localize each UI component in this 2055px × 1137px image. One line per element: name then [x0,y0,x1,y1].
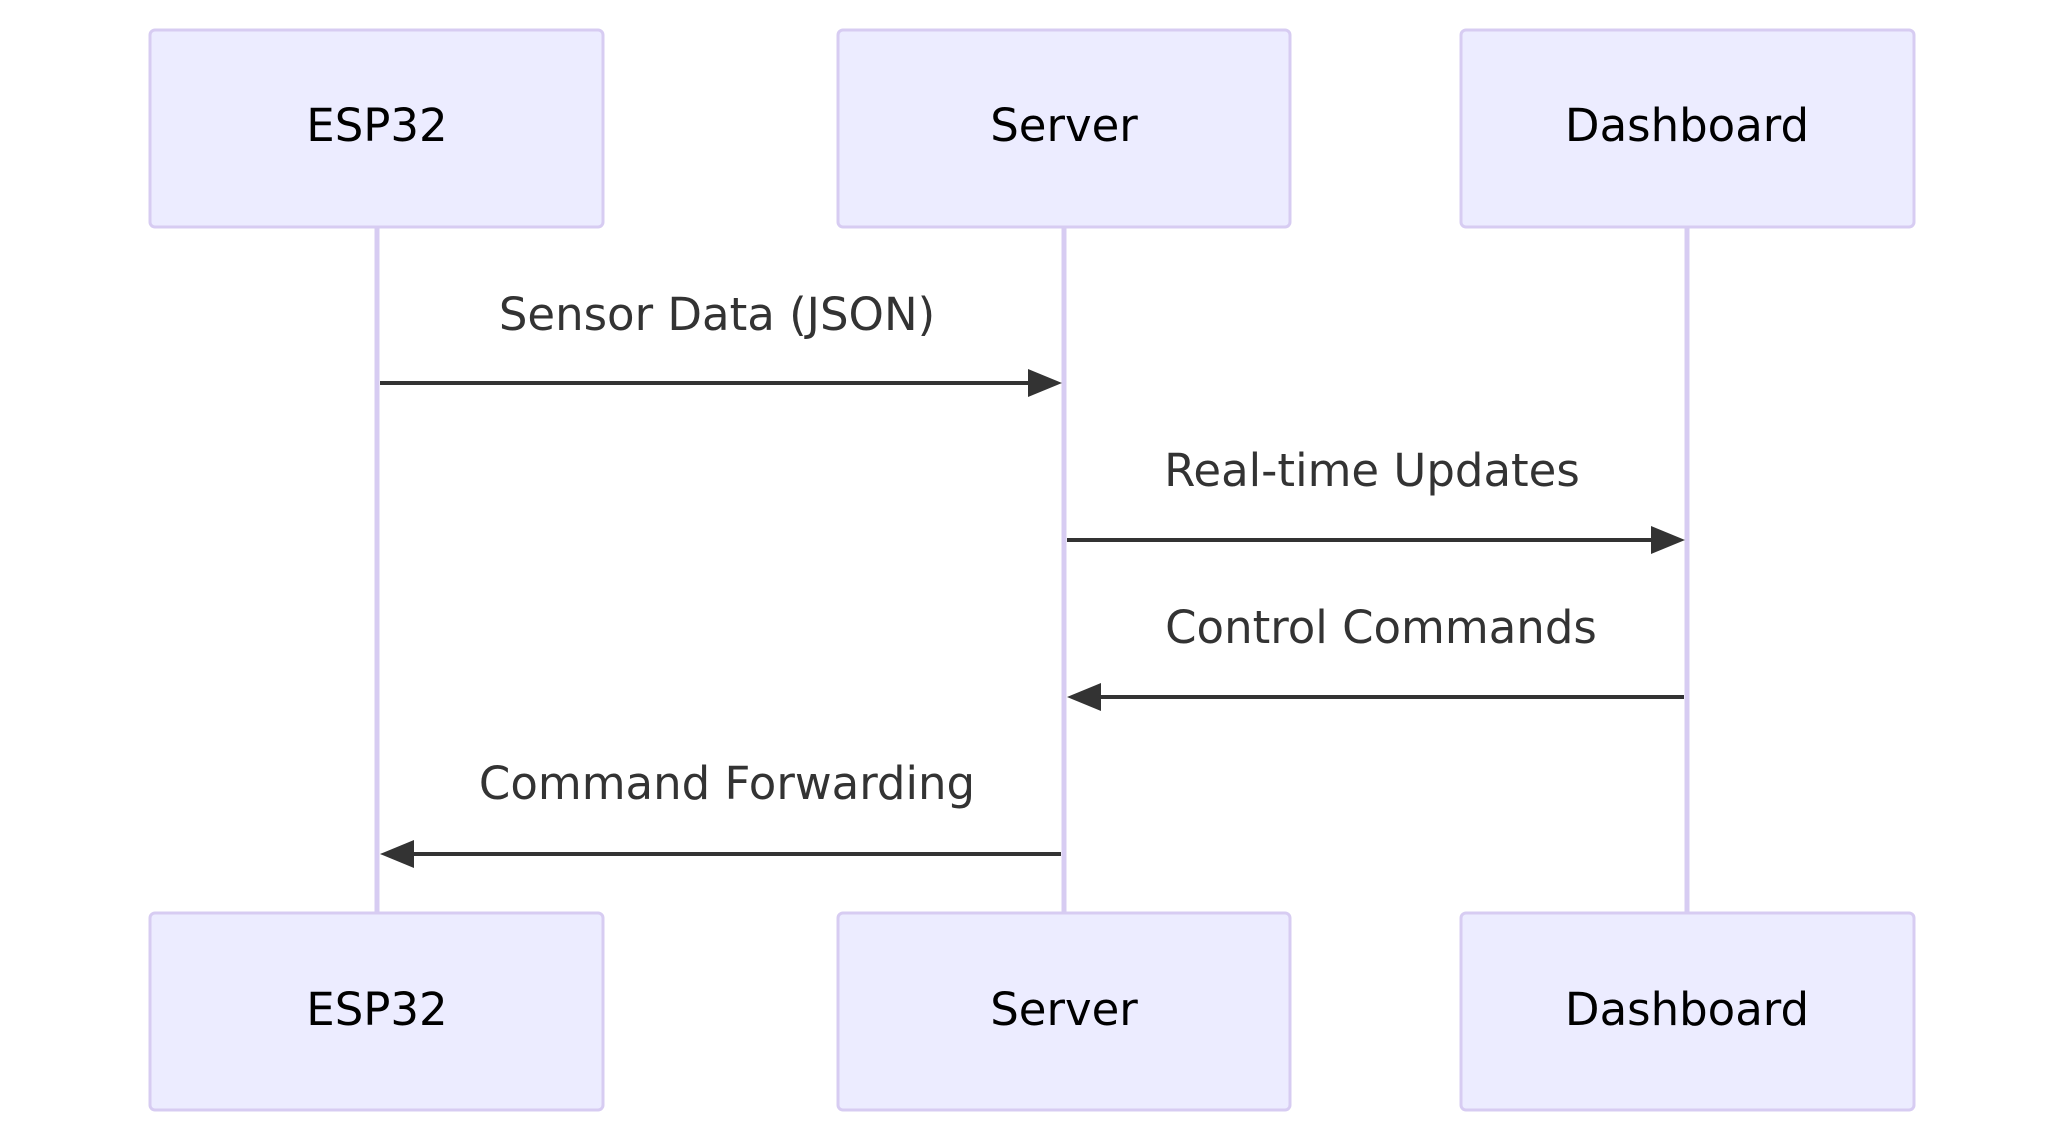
actor-label: Dashboard [1565,983,1809,1036]
message-label: Command Forwarding [479,757,975,810]
actor-label: Server [990,983,1138,1036]
actor-bottom-dashboard: Dashboard [1459,911,1916,1112]
actor-box [148,911,605,1112]
message-control-commands: Control Commands [1067,601,1684,711]
arrowhead-right-icon [1651,526,1685,554]
actor-label: Server [990,99,1138,152]
actor-label: ESP32 [306,983,447,1036]
actor-top-server: Server [836,28,1292,229]
message-command-forwarding: Command Forwarding [380,757,1061,868]
actor-box [148,28,605,229]
actor-bottom-server: Server [836,911,1292,1112]
actor-box [1459,28,1916,229]
actor-top-esp32: ESP32 [148,28,605,229]
actor-label: Dashboard [1565,99,1809,152]
message-label: Control Commands [1165,601,1597,654]
arrowhead-left-icon [1067,683,1101,711]
actor-top-dashboard: Dashboard [1459,28,1916,229]
actor-box [836,911,1292,1112]
actor-bottom-esp32: ESP32 [148,911,605,1112]
message-label: Real-time Updates [1164,444,1580,497]
actor-label: ESP32 [306,99,447,152]
actor-box [1459,911,1916,1112]
arrowhead-right-icon [1028,369,1062,397]
message-sensor-data: Sensor Data (JSON) [380,288,1062,397]
arrowhead-left-icon [380,840,414,868]
message-realtime-updates: Real-time Updates [1067,444,1685,554]
actor-box [836,28,1292,229]
message-label: Sensor Data (JSON) [499,288,935,341]
